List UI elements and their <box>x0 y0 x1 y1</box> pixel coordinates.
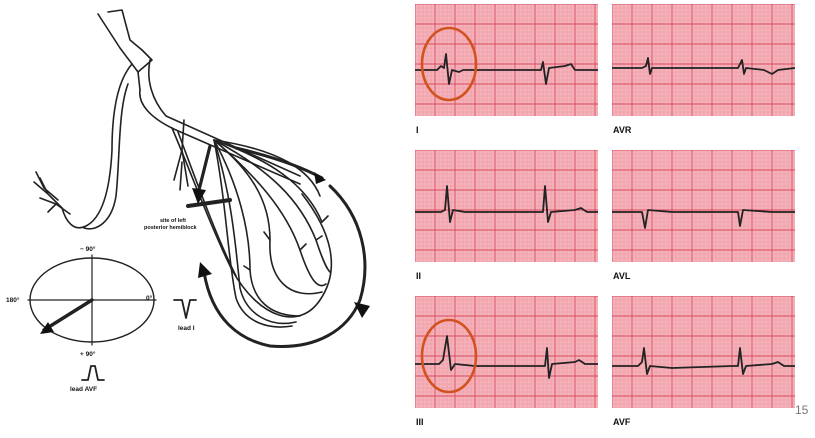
ecg-strip-ii <box>415 150 598 262</box>
block-site-label-line1: site of left <box>160 218 186 224</box>
ecg-grid-paper <box>612 150 795 262</box>
page-number: 15 <box>795 403 808 417</box>
conduction-diagram: site of left posterior hemiblock − 90° 1… <box>0 0 400 438</box>
lead-i-label: lead I <box>178 325 195 332</box>
lead-label-avr: AVR <box>613 125 631 135</box>
ecg-grid-paper <box>415 4 598 116</box>
ecg-strip-avf <box>612 296 795 408</box>
axis-label-minus-90: − 90° <box>80 245 96 253</box>
block-site-label-line2: posterior hemiblock <box>144 225 198 231</box>
ecg-grid-paper <box>415 150 598 262</box>
lead-label-iii: III <box>416 417 424 427</box>
axis-label-0: 0° <box>146 294 153 302</box>
lead-label-avl: AVL <box>613 271 630 281</box>
ecg-strip-avr <box>612 4 795 116</box>
ecg-grid-paper <box>415 296 598 408</box>
ecg-grid-paper <box>612 4 795 116</box>
ecg-strip-i <box>415 4 598 116</box>
axis-label-180: 180° <box>6 296 20 304</box>
ecg-strip-avl <box>612 150 795 262</box>
lead-label-ii: II <box>416 271 421 281</box>
lead-label-i: I <box>416 125 419 135</box>
lead-avf-label: lead AVF <box>70 386 97 393</box>
lead-label-avf: AVF <box>613 417 630 427</box>
axis-label-plus-90: + 90° <box>80 350 96 358</box>
ecg-strip-iii <box>415 296 598 408</box>
ecg-grid-paper <box>612 296 795 408</box>
